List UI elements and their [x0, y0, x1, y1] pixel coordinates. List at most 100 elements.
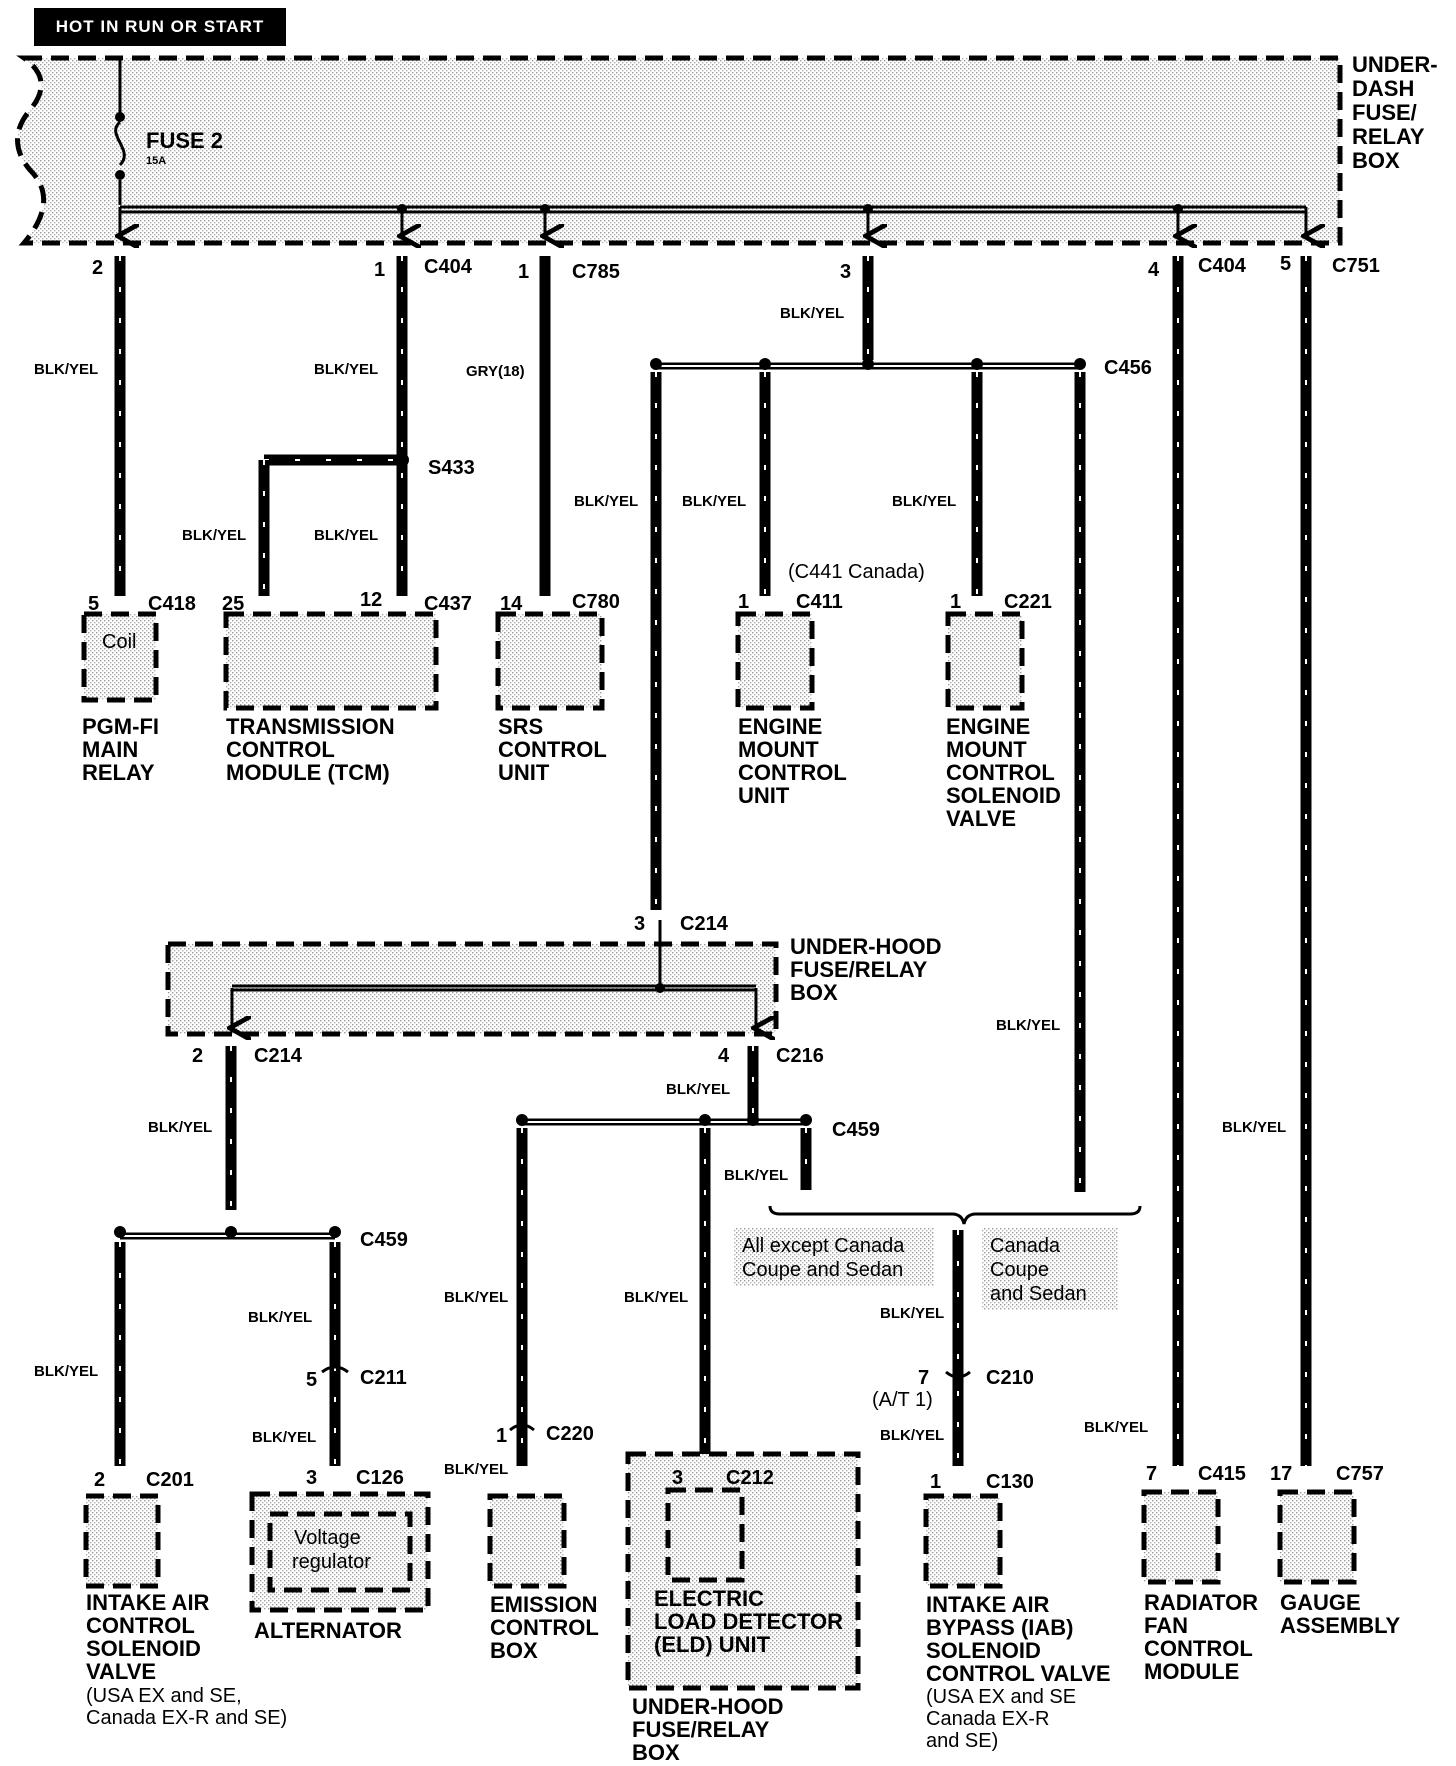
engine-mount-control-solenoid-valve: 1 C221 ENGINE MOUNT CONTROL SOLENOID VAL…: [945, 591, 1061, 831]
engine-mount-control-unit: (C441 Canada) 1 C411 ENGINE MOUNT CONTRO…: [735, 561, 925, 808]
svg-text:ALTERNATOR: ALTERNATOR: [254, 1618, 402, 1643]
svg-text:RELAY: RELAY: [1352, 124, 1425, 149]
svg-text:BLK/YEL: BLK/YEL: [444, 1461, 508, 1478]
svg-text:INTAKE AIR: INTAKE AIR: [926, 1592, 1050, 1617]
svg-text:UNDER-HOOD: UNDER-HOOD: [790, 934, 942, 959]
svg-text:MAIN: MAIN: [82, 737, 138, 762]
svg-text:BLK/YEL: BLK/YEL: [182, 527, 246, 544]
wire-harness: [114, 256, 1312, 1466]
pgm-fi-main-relay: 5 C418 Coil PGM-FI MAIN RELAY: [81, 593, 196, 785]
svg-text:SOLENOID: SOLENOID: [946, 783, 1061, 808]
svg-text:FUSE/RELAY: FUSE/RELAY: [632, 1717, 770, 1742]
svg-text:BLK/YEL: BLK/YEL: [1084, 1419, 1148, 1436]
srs-control-unit: 14 C780 SRS CONTROL UNIT: [495, 591, 620, 785]
svg-text:GRY(18): GRY(18): [466, 363, 525, 380]
svg-text:1: 1: [374, 259, 385, 281]
svg-text:MODULE: MODULE: [1144, 1659, 1239, 1684]
svg-text:CONTROL: CONTROL: [946, 760, 1055, 785]
svg-text:1: 1: [950, 591, 961, 613]
svg-text:CONTROL: CONTROL: [490, 1615, 599, 1640]
svg-text:BLK/YEL: BLK/YEL: [444, 1289, 508, 1306]
svg-text:and Sedan: and Sedan: [990, 1283, 1087, 1305]
svg-text:Voltage: Voltage: [294, 1527, 361, 1549]
splice-buses: [114, 358, 1086, 1240]
svg-text:Canada: Canada: [990, 1235, 1061, 1257]
svg-text:CONTROL: CONTROL: [1144, 1636, 1253, 1661]
svg-text:(C441 Canada): (C441 Canada): [788, 561, 925, 583]
svg-text:regulator: regulator: [292, 1551, 371, 1573]
svg-text:BLK/YEL: BLK/YEL: [314, 527, 378, 544]
svg-text:C214: C214: [254, 1045, 303, 1067]
svg-text:C216: C216: [776, 1045, 824, 1067]
under-hood-fuse-relay-box: 3 C214 UNDER-HOOD FUSE/RELAY BOX 2 C214 …: [165, 913, 942, 1067]
svg-text:CONTROL: CONTROL: [86, 1613, 195, 1638]
svg-text:BLK/YEL: BLK/YEL: [682, 493, 746, 510]
svg-text:PGM-FI: PGM-FI: [82, 714, 159, 739]
svg-text:GAUGE: GAUGE: [1280, 1590, 1361, 1615]
svg-text:SRS: SRS: [498, 714, 543, 739]
svg-text:2: 2: [94, 1469, 105, 1491]
svg-text:BLK/YEL: BLK/YEL: [996, 1017, 1060, 1034]
svg-text:C411: C411: [796, 591, 843, 613]
svg-text:7: 7: [918, 1367, 929, 1389]
svg-text:BLK/YEL: BLK/YEL: [148, 1119, 212, 1136]
svg-text:C211: C211: [360, 1367, 407, 1389]
svg-text:C126: C126: [356, 1467, 404, 1489]
svg-text:C214: C214: [680, 913, 729, 935]
svg-text:MOUNT: MOUNT: [946, 737, 1027, 762]
top-connectors: 2 1 C404 1 C785 3 4 C404 5 C751: [92, 253, 1380, 283]
svg-text:UNIT: UNIT: [738, 783, 790, 808]
svg-text:5: 5: [306, 1369, 317, 1391]
svg-text:4: 4: [718, 1045, 730, 1067]
svg-text:BLK/YEL: BLK/YEL: [1222, 1119, 1286, 1136]
svg-text:BLK/YEL: BLK/YEL: [880, 1427, 944, 1444]
svg-text:VALVE: VALVE: [86, 1659, 156, 1684]
svg-text:Canada EX-R and SE): Canada EX-R and SE): [86, 1707, 287, 1729]
svg-text:LOAD DETECTOR: LOAD DETECTOR: [654, 1609, 843, 1634]
svg-text:C221: C221: [1004, 591, 1052, 613]
svg-text:CONTROL: CONTROL: [498, 737, 607, 762]
svg-text:MODULE (TCM): MODULE (TCM): [226, 760, 390, 785]
svg-text:(ELD) UNIT: (ELD) UNIT: [654, 1632, 771, 1657]
svg-text:C404: C404: [1198, 255, 1247, 277]
splice-c459-mid-label: C459: [832, 1119, 880, 1141]
fuse-label: FUSE 2: [146, 128, 223, 153]
splice-s433-label: S433: [428, 457, 475, 479]
svg-text:FUSE/RELAY: FUSE/RELAY: [790, 957, 928, 982]
svg-text:2: 2: [92, 257, 103, 279]
svg-text:C212: C212: [726, 1467, 774, 1489]
fuse-box-bus: [120, 204, 1306, 236]
svg-text:BLK/YEL: BLK/YEL: [624, 1289, 688, 1306]
svg-text:BOX: BOX: [790, 980, 838, 1005]
svg-text:3: 3: [840, 261, 851, 283]
svg-text:VALVE: VALVE: [946, 806, 1016, 831]
svg-text:SOLENOID: SOLENOID: [86, 1636, 201, 1661]
fuse-2: FUSE 2 15A: [114, 60, 223, 205]
svg-text:TRANSMISSION: TRANSMISSION: [226, 714, 395, 739]
transmission-control-module: 25 12 C437 TRANSMISSION CONTROL MODULE (…: [222, 589, 472, 785]
svg-text:C415: C415: [1198, 1463, 1246, 1485]
svg-text:EMISSION: EMISSION: [490, 1592, 598, 1617]
svg-text:UNDER-HOOD: UNDER-HOOD: [632, 1694, 784, 1719]
svg-text:1: 1: [496, 1425, 507, 1447]
svg-text:1: 1: [518, 261, 529, 283]
svg-text:BLK/YEL: BLK/YEL: [34, 1363, 98, 1380]
svg-text:C785: C785: [572, 261, 620, 283]
svg-text:C418: C418: [148, 593, 196, 615]
svg-text:C404: C404: [424, 256, 473, 278]
svg-text:3: 3: [672, 1467, 683, 1489]
svg-text:C437: C437: [424, 593, 472, 615]
intake-air-control-solenoid-valve: 2 C201 INTAKE AIR CONTROL SOLENOID VALVE…: [83, 1469, 287, 1729]
svg-text:1: 1: [738, 591, 749, 613]
splice-c459-left-label: C459: [360, 1229, 408, 1251]
gauge-assembly: 17 C757 GAUGE ASSEMBLY: [1270, 1463, 1401, 1638]
svg-text:(USA EX and SE: (USA EX and SE: [926, 1686, 1076, 1708]
svg-text:C220: C220: [546, 1423, 594, 1445]
intake-air-bypass-solenoid-control-valve: 7 C210 (A/T 1) 1 C130 INTAKE AIR BYPASS …: [872, 1367, 1111, 1752]
svg-text:ENGINE: ENGINE: [946, 714, 1030, 739]
wire-labels: BLK/YEL BLK/YEL GRY(18) BLK/YEL BLK/YEL …: [34, 305, 1286, 1478]
svg-text:UNIT: UNIT: [498, 760, 550, 785]
radiator-fan-control-module: 7 C415 RADIATOR FAN CONTROL MODULE: [1141, 1463, 1258, 1684]
svg-text:1: 1: [930, 1471, 941, 1493]
svg-text:RADIATOR: RADIATOR: [1144, 1590, 1258, 1615]
